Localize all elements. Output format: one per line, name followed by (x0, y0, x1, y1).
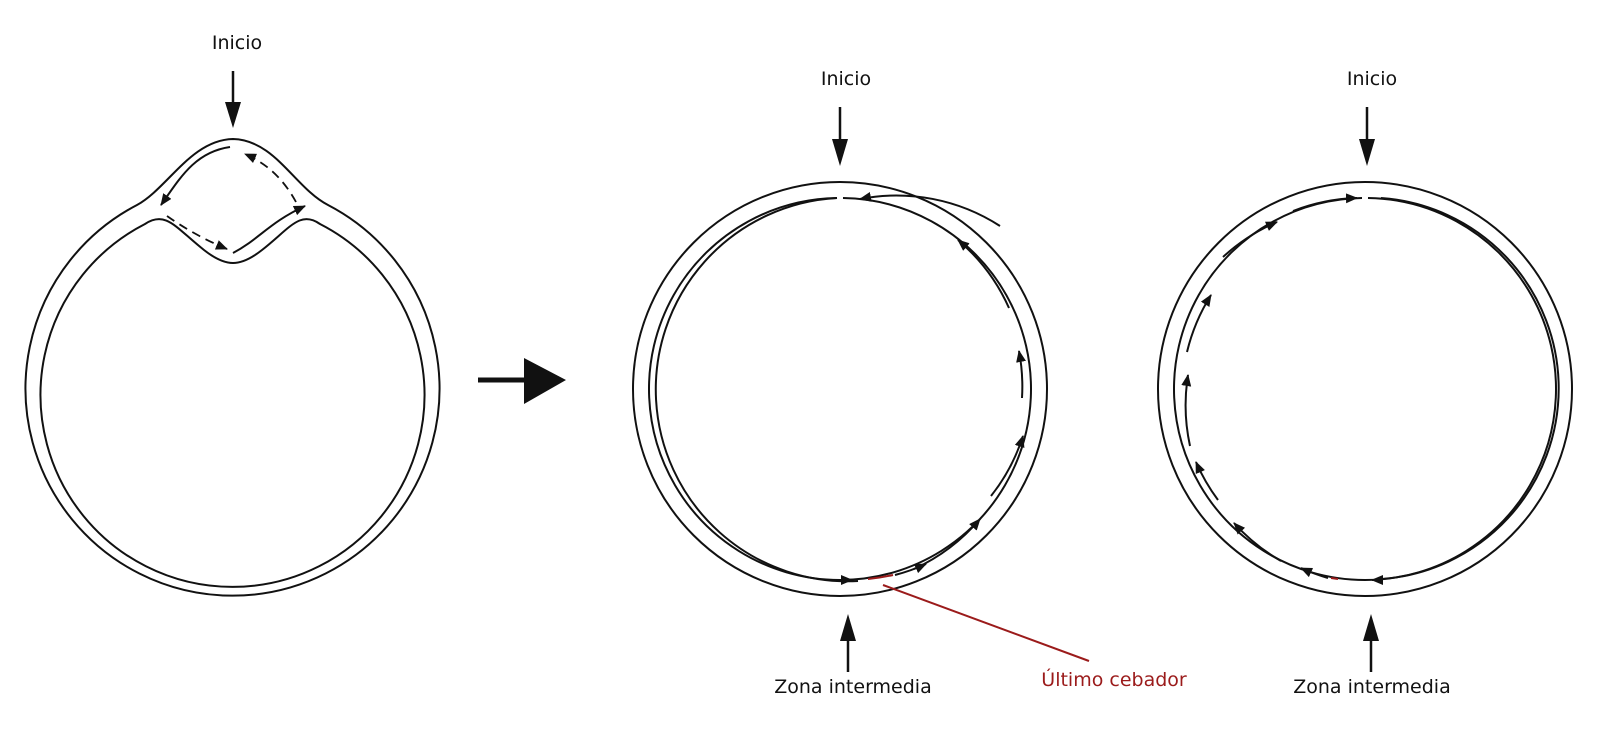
lagging-fragment-r4 (1181, 374, 1192, 447)
primer-segment-right (1330, 577, 1339, 580)
lagging-fragment-m1 (859, 191, 1001, 227)
lagging-fragment-bottom (166, 215, 228, 250)
origin-label-middle: Inicio (821, 68, 871, 90)
outer-parental-circle-right (1157, 181, 1573, 597)
leading-strand-left (160, 146, 231, 206)
lagging-fragment-r1 (1292, 193, 1358, 212)
lagging-fragment-m3 (1016, 350, 1026, 399)
middle-replication-figure: Inicio Zona intermedia Último cebador (632, 68, 1187, 698)
lagging-fragment-m4 (990, 435, 1025, 497)
lagging-fragment-m6 (894, 563, 927, 576)
lagging-fragment-r5 (1195, 461, 1219, 501)
right-arrow-icon (478, 358, 566, 404)
lagging-fragment-r7 (1300, 567, 1329, 579)
origin-label-left: Inicio (212, 32, 262, 54)
terminus-arrow-middle (840, 614, 856, 672)
lagging-fragment-r2 (1222, 221, 1278, 258)
leading-strand-middle (654, 197, 859, 583)
terminus-arrow-right (1363, 614, 1379, 672)
outer-parental-strand (24, 137, 441, 597)
right-replication-figure: Inicio Zona intermedia (1157, 68, 1573, 698)
replication-bubble-figure: Inicio (24, 32, 441, 597)
lagging-fragment-r3 (1186, 294, 1212, 353)
inner-parental-strand (39, 218, 426, 588)
terminus-label-right: Zona intermedia (1293, 676, 1450, 698)
lagging-fragment-m2 (957, 239, 1010, 309)
terminus-label-middle: Zona intermedia (774, 676, 931, 698)
leading-strand-right (232, 205, 306, 254)
last-primer-segment (867, 574, 894, 580)
lagging-fragment-r6 (1233, 522, 1282, 562)
inner-parental-strand-right (1173, 197, 1557, 581)
outer-parental-circle-middle (632, 181, 1048, 597)
origin-arrow-left (225, 71, 241, 128)
last-primer-label: Último cebador (1041, 667, 1187, 691)
last-primer-leader (882, 584, 1090, 662)
leading-strand-right (1380, 197, 1560, 580)
origin-arrow-middle (832, 107, 848, 166)
lagging-fragment-top (244, 153, 297, 203)
origin-label-right: Inicio (1347, 68, 1397, 90)
origin-arrow-right (1359, 107, 1375, 166)
